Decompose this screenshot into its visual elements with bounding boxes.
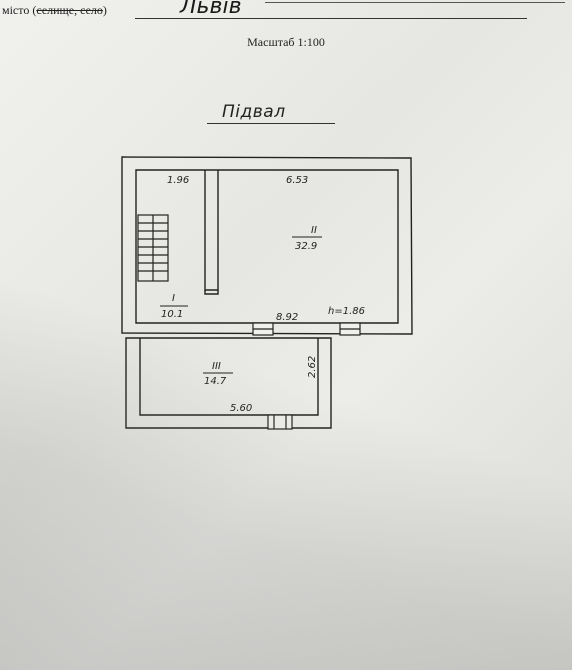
height-label: h=1.86	[328, 306, 365, 317]
top-rule	[265, 2, 565, 3]
scale-text: Масштаб 1:100	[247, 35, 325, 49]
room3-area: 14.7	[204, 376, 227, 387]
plan-title: Підвал	[222, 102, 286, 122]
room2-number: II	[311, 225, 317, 236]
lower-outer-wall	[125, 337, 332, 429]
partition-wall	[204, 170, 219, 291]
stairs	[137, 214, 169, 282]
city-label-struck: селище, село	[36, 3, 103, 17]
city-value: Львів	[180, 0, 242, 19]
room1-width-label: 1.96	[167, 175, 189, 186]
room3-depth-label: 2.62	[307, 356, 318, 378]
room1-number: I	[172, 293, 175, 304]
partition-end	[204, 290, 219, 295]
door-marker	[267, 414, 293, 430]
room2-width-label: 6.53	[286, 175, 308, 186]
lower-inner-wall	[139, 338, 319, 416]
upper-inner-wall	[135, 169, 399, 324]
room3-number: III	[212, 361, 221, 372]
city-label: місто (селище, село)	[2, 3, 107, 18]
city-label-suffix: )	[102, 3, 107, 17]
room3-width-label: 5.60	[230, 403, 252, 414]
city-label-prefix: місто (	[2, 3, 37, 17]
overall-length-label: 8.92	[276, 312, 298, 323]
room1-area: 10.1	[161, 309, 183, 320]
room2-area: 32.9	[295, 241, 317, 252]
upper-outer-wall	[121, 156, 413, 335]
city-underline	[135, 18, 527, 19]
plan-title-underline	[207, 123, 335, 124]
